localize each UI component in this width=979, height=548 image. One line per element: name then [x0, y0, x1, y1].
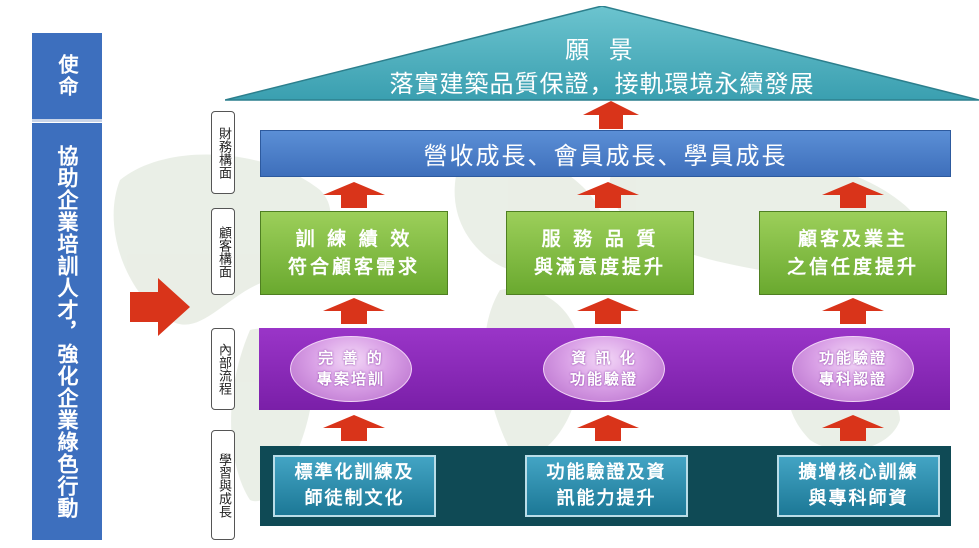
- internal-process-line1: 資 訊 化: [571, 349, 637, 367]
- learning-goal-line1: 功能驗證及資: [546, 462, 667, 483]
- perspective-internal-text: 內部流程: [216, 343, 231, 395]
- up-arrow-icon: [822, 415, 884, 441]
- internal-process-line2: 專案培訓: [316, 370, 385, 388]
- internal-process-line2: 功能驗證: [569, 370, 638, 388]
- financial-goal: 營收成長、會員成長、學員成長: [260, 130, 951, 177]
- up-arrow-icon: [323, 298, 385, 324]
- perspective-customer-label: 顧客構面: [211, 208, 235, 295]
- perspective-customer-text: 顧客構面: [216, 225, 231, 278]
- learning-goal-box: 功能驗證及資 訊能力提升: [525, 455, 688, 517]
- mission-title: 使命: [32, 33, 102, 122]
- vision-title: 願 景: [565, 36, 639, 64]
- learning-goal-line1: 標準化訓練及: [294, 462, 415, 483]
- mission-text: 協助企業培訓人才，強化企業綠色行動: [32, 123, 102, 540]
- up-arrow-icon: [822, 298, 884, 324]
- vision-roof: [225, 6, 979, 101]
- internal-process-ellipse: 功能驗證 專科認證: [792, 336, 914, 402]
- learning-goal-line2: 訊能力提升: [556, 488, 657, 509]
- up-arrow-icon: [323, 415, 385, 441]
- learning-goal-box: 標準化訓練及 師徒制文化: [273, 455, 436, 517]
- customer-goal-line1: 訓 練 績 效: [295, 228, 413, 250]
- learning-goal-line2: 與專科師資: [808, 488, 909, 509]
- learning-goal-box: 擴增核心訓練 與專科師資: [777, 455, 940, 517]
- up-arrow-icon: [577, 182, 639, 208]
- perspective-learning-label: 學習與成長: [211, 430, 235, 540]
- learning-goal-line2: 師徒制文化: [304, 488, 405, 509]
- customer-goal-line1: 顧客及業主: [797, 228, 908, 250]
- customer-goal-box: 訓 練 績 效 符合顧客需求: [260, 211, 448, 295]
- perspective-internal-label: 內部流程: [211, 328, 235, 410]
- internal-process-ellipse: 完 善 的 專案培訓: [290, 336, 412, 402]
- internal-process-ellipse: 資 訊 化 功能驗證: [543, 336, 665, 402]
- perspective-financial-label: 財務構面: [211, 111, 235, 194]
- vision-text: 落實建築品質保證，接軌環境永續發展: [389, 70, 815, 98]
- up-arrow-icon: [583, 101, 639, 129]
- customer-goal-line2: 之信任度提升: [786, 256, 919, 278]
- up-arrow-icon: [577, 415, 639, 441]
- customer-goal-box: 服 務 品 質 與滿意度提升: [506, 211, 694, 295]
- customer-goal-box: 顧客及業主 之信任度提升: [759, 211, 947, 295]
- internal-process-line1: 完 善 的: [318, 349, 384, 367]
- perspective-learning-text: 學習與成長: [216, 452, 231, 518]
- up-arrow-icon: [577, 298, 639, 324]
- main-arrow-icon: [130, 278, 190, 336]
- internal-process-line1: 功能驗證: [818, 349, 887, 367]
- customer-goal-line1: 服 務 品 質: [541, 228, 659, 250]
- internal-process-line2: 專科認證: [818, 370, 887, 388]
- learning-goal-line1: 擴增核心訓練: [798, 462, 919, 483]
- up-arrow-icon: [323, 182, 385, 208]
- perspective-financial-text: 財務構面: [216, 126, 231, 179]
- up-arrow-icon: [822, 182, 884, 208]
- customer-goal-line2: 符合顧客需求: [287, 256, 420, 278]
- customer-goal-line2: 與滿意度提升: [533, 256, 666, 278]
